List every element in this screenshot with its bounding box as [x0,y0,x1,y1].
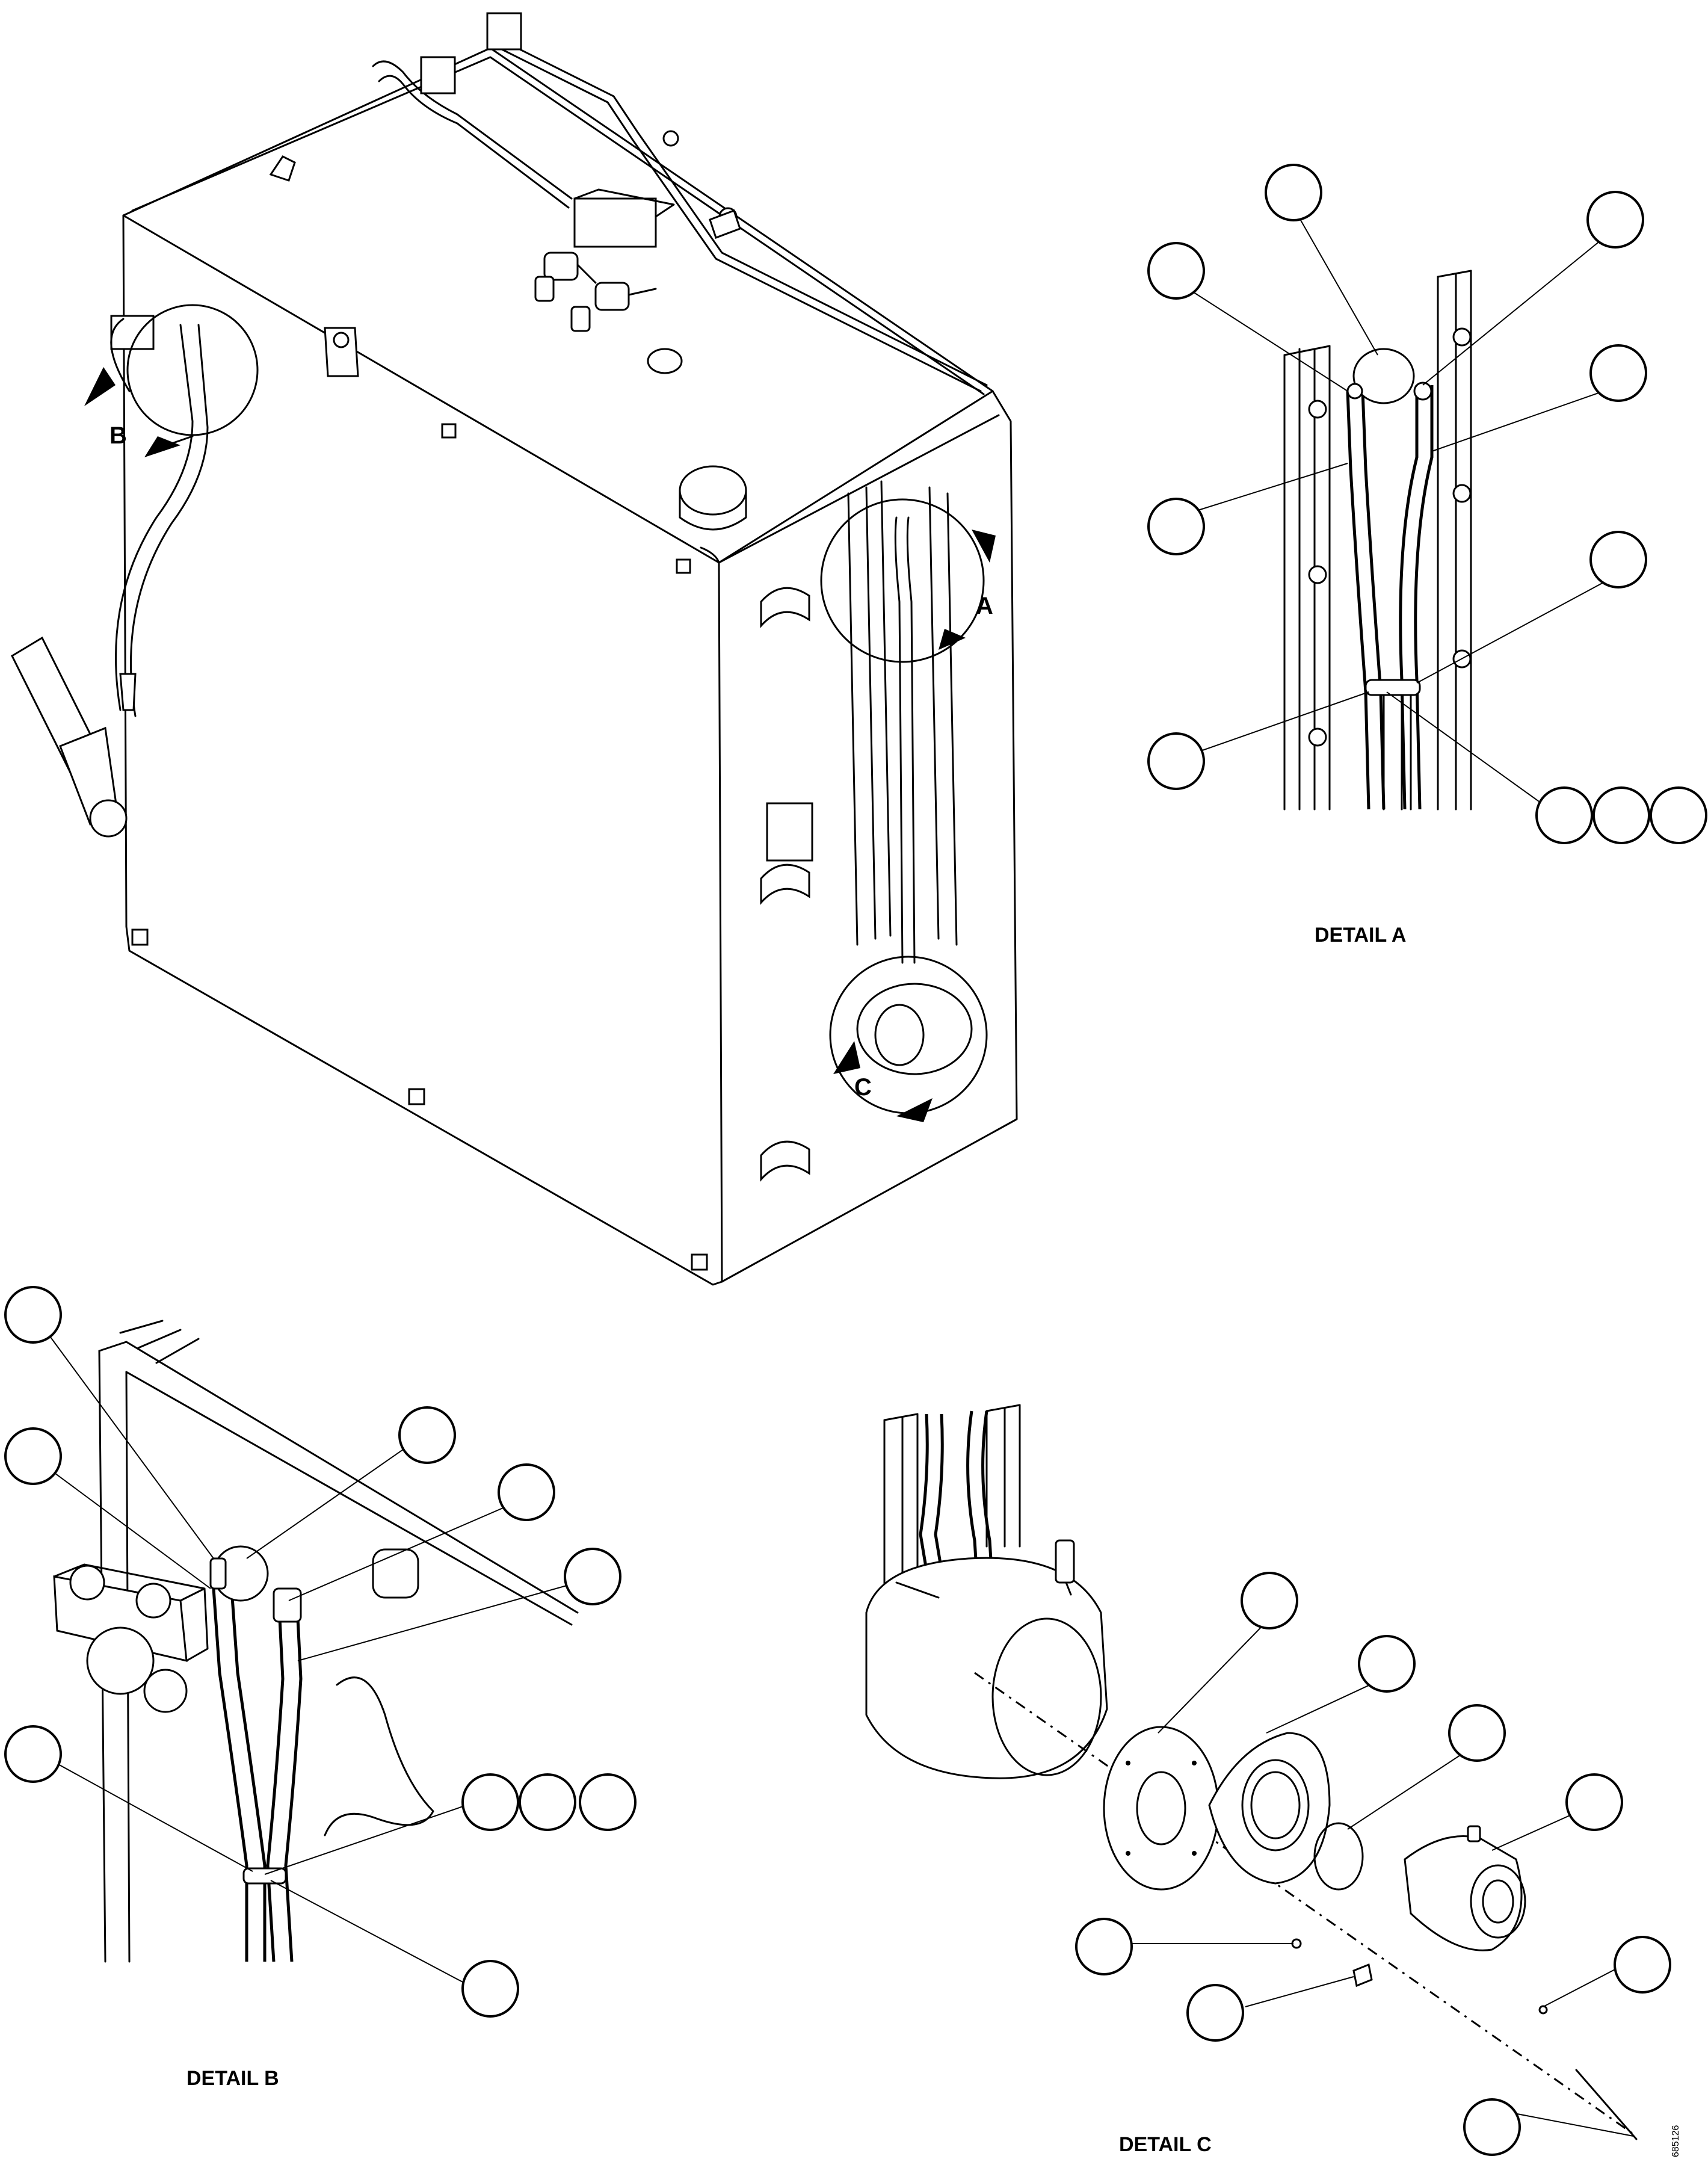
tank-front-face [122,214,723,1286]
callout-a-9 [1592,786,1650,844]
detail-c-caption: DETAIL C [1119,2133,1212,2156]
side-strap-1 [760,587,810,628]
tank-top-face [122,47,994,564]
callout-b-6 [4,1725,62,1783]
callout-a-7 [1147,732,1205,790]
view-label-a: A [976,593,993,619]
callout-a-2 [1147,242,1205,300]
callout-c-1 [1241,1572,1298,1629]
detail-c-view: DETAIL C [865,1404,1671,2156]
view-circle-c [829,956,988,1114]
callout-c-3 [1448,1704,1506,1762]
detail-c-washer [1291,1938,1302,1949]
drawing-code: 685126 [1671,2125,1681,2157]
callout-b-7 [461,1773,519,1831]
callout-c-2 [1358,1635,1416,1693]
callout-c-6 [1186,1984,1244,2042]
detail-b-view: DETAIL B [4,1286,637,2090]
detail-c-adapter-plate [1103,1726,1219,1891]
view-label-c: C [854,1074,872,1101]
detail-a-fitting [1352,348,1415,404]
valve-block [573,197,657,248]
hydraulic-tank-main-view: B A C [11,12,1018,1286]
ball-valve-1 [543,252,579,281]
callout-b-1 [4,1286,62,1344]
view-circle-b [126,304,259,436]
lifting-ear [324,327,359,377]
detail-c-mount-ring [865,1557,1108,1779]
callout-c-8 [1463,2098,1521,2156]
side-strap-3 [760,1140,810,1182]
detail-c-bolt [1352,1963,1373,1988]
callout-a-10 [1650,786,1707,844]
side-strap-2 [760,863,810,905]
view-label-b: B [109,422,127,449]
detail-b-clamp [242,1867,287,1885]
callout-c-7 [1614,1936,1671,1994]
callout-b-3 [398,1406,456,1464]
detail-c-housing [1208,1732,1331,1885]
callout-b-8 [519,1773,576,1831]
detail-a-clamp [1364,679,1421,696]
detail-a-view: DETAIL A [1147,164,1707,947]
callout-a-4 [1589,344,1647,402]
filler-cap-top [647,348,683,374]
detail-c-motor [1404,1835,1523,1951]
detail-b-caption: DETAIL B [187,2067,279,2090]
callout-b-5 [564,1548,621,1605]
callout-a-1 [1265,164,1322,221]
view-circle-a [820,498,985,663]
detail-a-caption: DETAIL A [1315,924,1406,947]
top-clamp-2 [420,56,456,94]
ball-valve-2 [594,282,630,311]
callout-b-9 [579,1773,637,1831]
callout-c-5 [1075,1918,1133,1975]
top-clamp-1 [486,12,522,51]
callout-a-3 [1586,191,1644,249]
callout-a-5 [1147,498,1205,555]
tank-side-face [721,390,1018,1283]
callout-b-2 [4,1427,62,1485]
side-plate [766,802,813,862]
callout-c-4 [1565,1773,1623,1831]
callout-a-6 [1589,531,1647,588]
callout-b-4 [498,1463,555,1521]
detail-c-o-ring [1313,1822,1364,1891]
detail-b-lug [372,1548,419,1599]
callout-a-8 [1535,786,1593,844]
callout-b-10 [461,1960,519,2018]
breather-cap [679,465,747,516]
